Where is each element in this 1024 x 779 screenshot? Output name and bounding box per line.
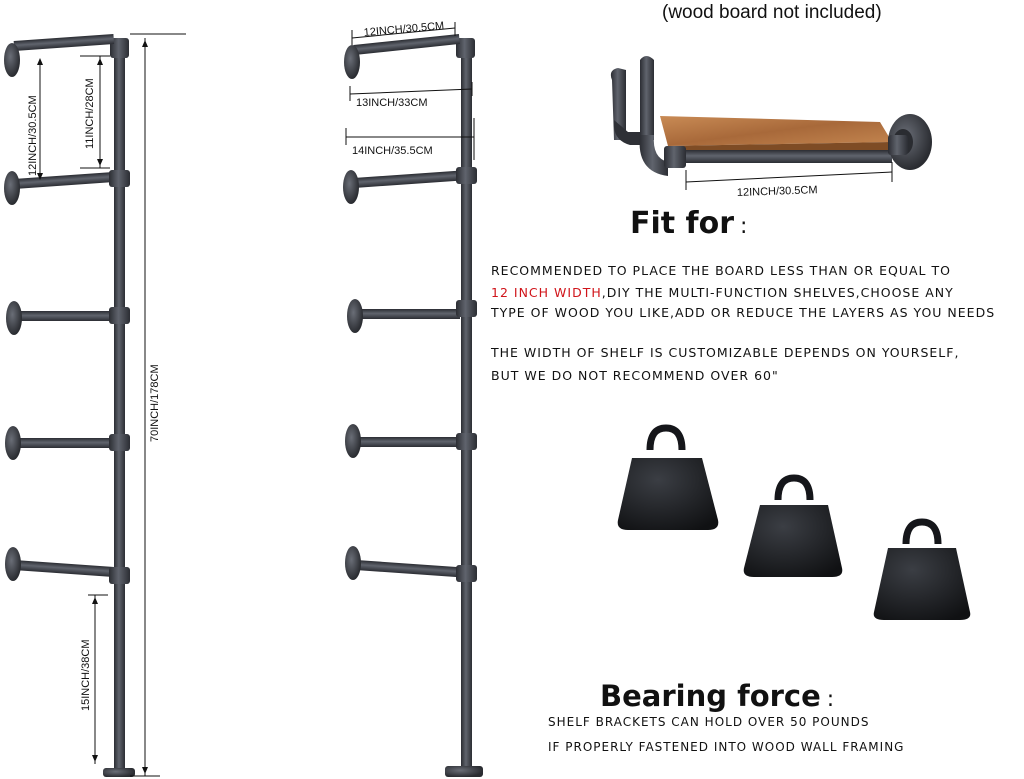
shelf-photo bbox=[610, 56, 932, 190]
dim-12-label: 12INCH/30.5CM bbox=[363, 20, 444, 39]
fit-line-4: THE WIDTH OF SHELF IS CUSTOMIZABLE DEPEN… bbox=[491, 345, 960, 360]
fit-line-3: TYPE OF WOOD YOU LIKE,ADD OR REDUCE THE … bbox=[491, 305, 996, 320]
bearing-force-title: Bearing force bbox=[600, 679, 821, 713]
dim-spacing-label: 11INCH/28CM bbox=[84, 78, 96, 149]
fit-for-heading: Fit for: bbox=[630, 206, 747, 241]
shelf-dim-label: 12INCH/30.5CM bbox=[737, 184, 818, 199]
bearing-line-2: IF PROPERLY FASTENED INTO WOOD WALL FRAM… bbox=[548, 740, 905, 754]
fit-line-2: 12 INCH WIDTH,DIY THE MULTI-FUNCTION SHE… bbox=[491, 285, 954, 300]
middle-pipe-unit bbox=[343, 33, 483, 777]
weight-icon bbox=[873, 518, 971, 620]
left-dimension-lines bbox=[39, 33, 186, 777]
left-dimension-arrows bbox=[37, 40, 148, 774]
bearing-line-1: SHELF BRACKETS CAN HOLD OVER 50 POUNDS bbox=[548, 715, 870, 729]
fit-for-title: Fit for bbox=[630, 206, 735, 241]
dim-13-label: 13INCH/33CM bbox=[356, 97, 428, 109]
fit-for-colon: : bbox=[740, 214, 748, 239]
weight-icon bbox=[617, 424, 719, 530]
bearing-force-heading: Bearing force: bbox=[600, 679, 834, 713]
dim-14-label: 14INCH/35.5CM bbox=[352, 145, 433, 157]
left-pipe-unit bbox=[4, 34, 135, 777]
dim-bottom-label: 15INCH/38CM bbox=[80, 639, 92, 711]
bearing-force-colon: : bbox=[826, 687, 835, 712]
fit-line-5: BUT WE DO NOT RECOMMEND OVER 60" bbox=[491, 368, 779, 383]
weight-icon bbox=[743, 474, 843, 577]
dim-total-label: 70INCH/178CM bbox=[149, 364, 161, 442]
dim-top-arm-label: 12INCH/30.5CM bbox=[27, 95, 39, 176]
wood-not-included-note: (wood board not included) bbox=[662, 2, 882, 23]
middle-dimension-lines bbox=[345, 22, 475, 160]
fit-line-1: RECOMMENDED TO PLACE THE BOARD LESS THAN… bbox=[491, 263, 951, 278]
fit-line-2-highlight: 12 INCH WIDTH bbox=[491, 285, 602, 300]
fit-line-2-rest: ,DIY THE MULTI-FUNCTION SHELVES,CHOOSE A… bbox=[601, 285, 954, 300]
